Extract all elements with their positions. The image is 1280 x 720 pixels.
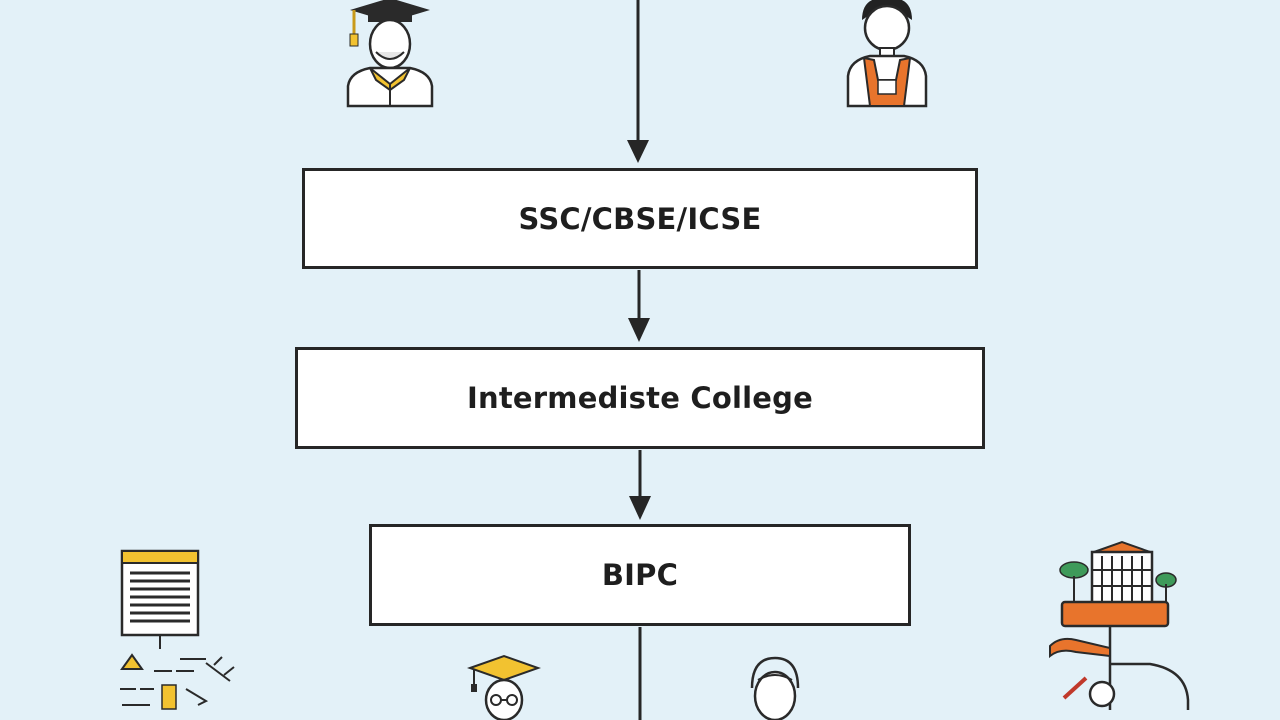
step-label-ssc: SSC/CBSE/ICSE [518,201,762,236]
arrow-top [627,0,649,163]
student-icon [846,0,928,108]
step-label-bipc: BIPC [601,558,679,592]
step-box-bipc: BIPC [369,524,911,626]
graduate-icon [346,0,434,108]
step-label-intermediate: Intermediste College [467,381,813,415]
student-small-icon [750,656,800,720]
step-box-ssc: SSC/CBSE/ICSE [302,168,978,269]
document-icon [120,549,235,710]
arrow-2-to-3 [629,450,651,520]
graduate-small-icon [466,654,542,720]
campus-icon [1049,540,1190,710]
step-box-intermediate: Intermediste College [295,347,985,449]
arrow-1-to-2 [628,270,650,342]
